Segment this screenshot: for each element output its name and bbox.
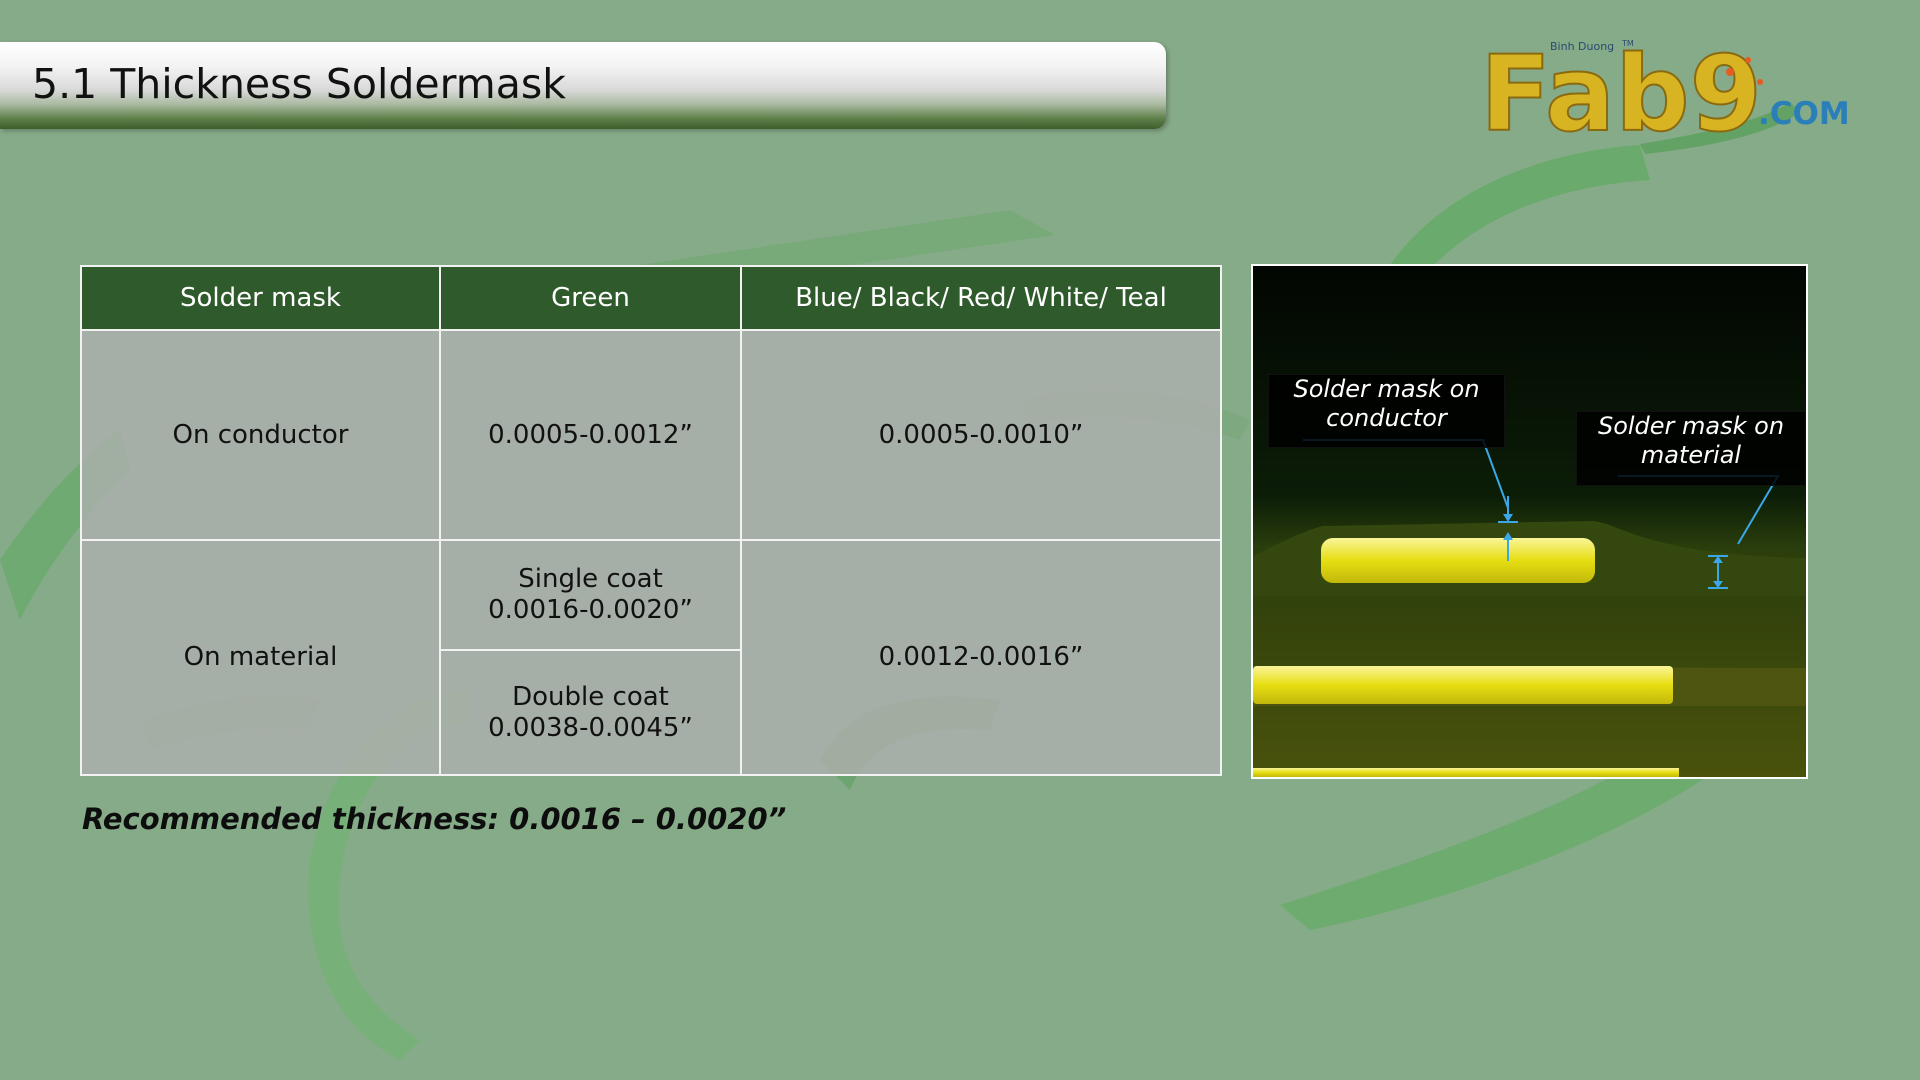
title-bar: 5.1 Thickness Soldermask [0,42,1166,129]
table-row: On material Single coat 0.0016-0.0020” 0… [80,539,1222,776]
double-coat-title: Double coat [512,681,669,712]
callout-solder-mask-on-conductor: Solder mask on conductor [1268,374,1505,448]
single-coat-value: 0.0016-0.0020” [488,595,693,625]
cell-material-single-coat: Single coat 0.0016-0.0020” [439,539,742,651]
header-green: Green [439,265,742,331]
top-conductor [1321,538,1595,583]
slide-title: 5.1 Thickness Soldermask [32,60,566,108]
callout-material-line1: Solder mask on [1597,412,1785,440]
table-header-row: Solder mask Green Blue/ Black/ Red/ Whit… [80,265,1222,331]
logo-tagline: Binh Duong [1550,40,1614,53]
single-coat-title: Single coat [518,564,663,594]
fab9-logo: Fab9 Binh Duong TM .COM [1479,32,1850,156]
header-other-colors: Blue/ Black/ Red/ White/ Teal [740,265,1222,331]
recommended-thickness-note: Recommended thickness: 0.0016 – 0.0020” [82,802,787,836]
cell-material-double-coat: Double coat 0.0038-0.0045” [439,649,742,776]
callout-conductor-line1: Solder mask on [1293,375,1480,403]
logo-wordmark: Fab9 [1480,33,1762,155]
callout-solder-mask-on-material: Solder mask on material [1576,411,1806,486]
row-label-on-conductor: On conductor [80,329,441,541]
table-row: Double coat 0.0038-0.0045” [81,649,1221,776]
cell-conductor-other: 0.0005-0.0010” [740,329,1222,541]
table-row: On conductor 0.0005-0.0012” 0.0005-0.001… [80,329,1222,541]
cell-material-other: 0.0012-0.0016” [740,539,1222,776]
soldermask-thickness-table: Solder mask Green Blue/ Black/ Red/ Whit… [80,265,1222,776]
header-solder-mask: Solder mask [80,265,441,331]
inner-conductor [1253,666,1673,704]
row-label-on-material: On material [80,539,441,776]
cross-section-photo: Solder mask on conductor Solder mask on … [1251,264,1808,779]
double-coat-value: 0.0038-0.0045” [488,712,693,743]
callout-conductor-line2: conductor [1326,404,1447,432]
logo-dotcom: .COM [1758,96,1850,132]
cell-conductor-green: 0.0005-0.0012” [439,329,742,541]
logo-tm: TM [1621,39,1634,48]
cross-section-image [1253,266,1806,777]
callout-material-line2: material [1640,441,1742,469]
